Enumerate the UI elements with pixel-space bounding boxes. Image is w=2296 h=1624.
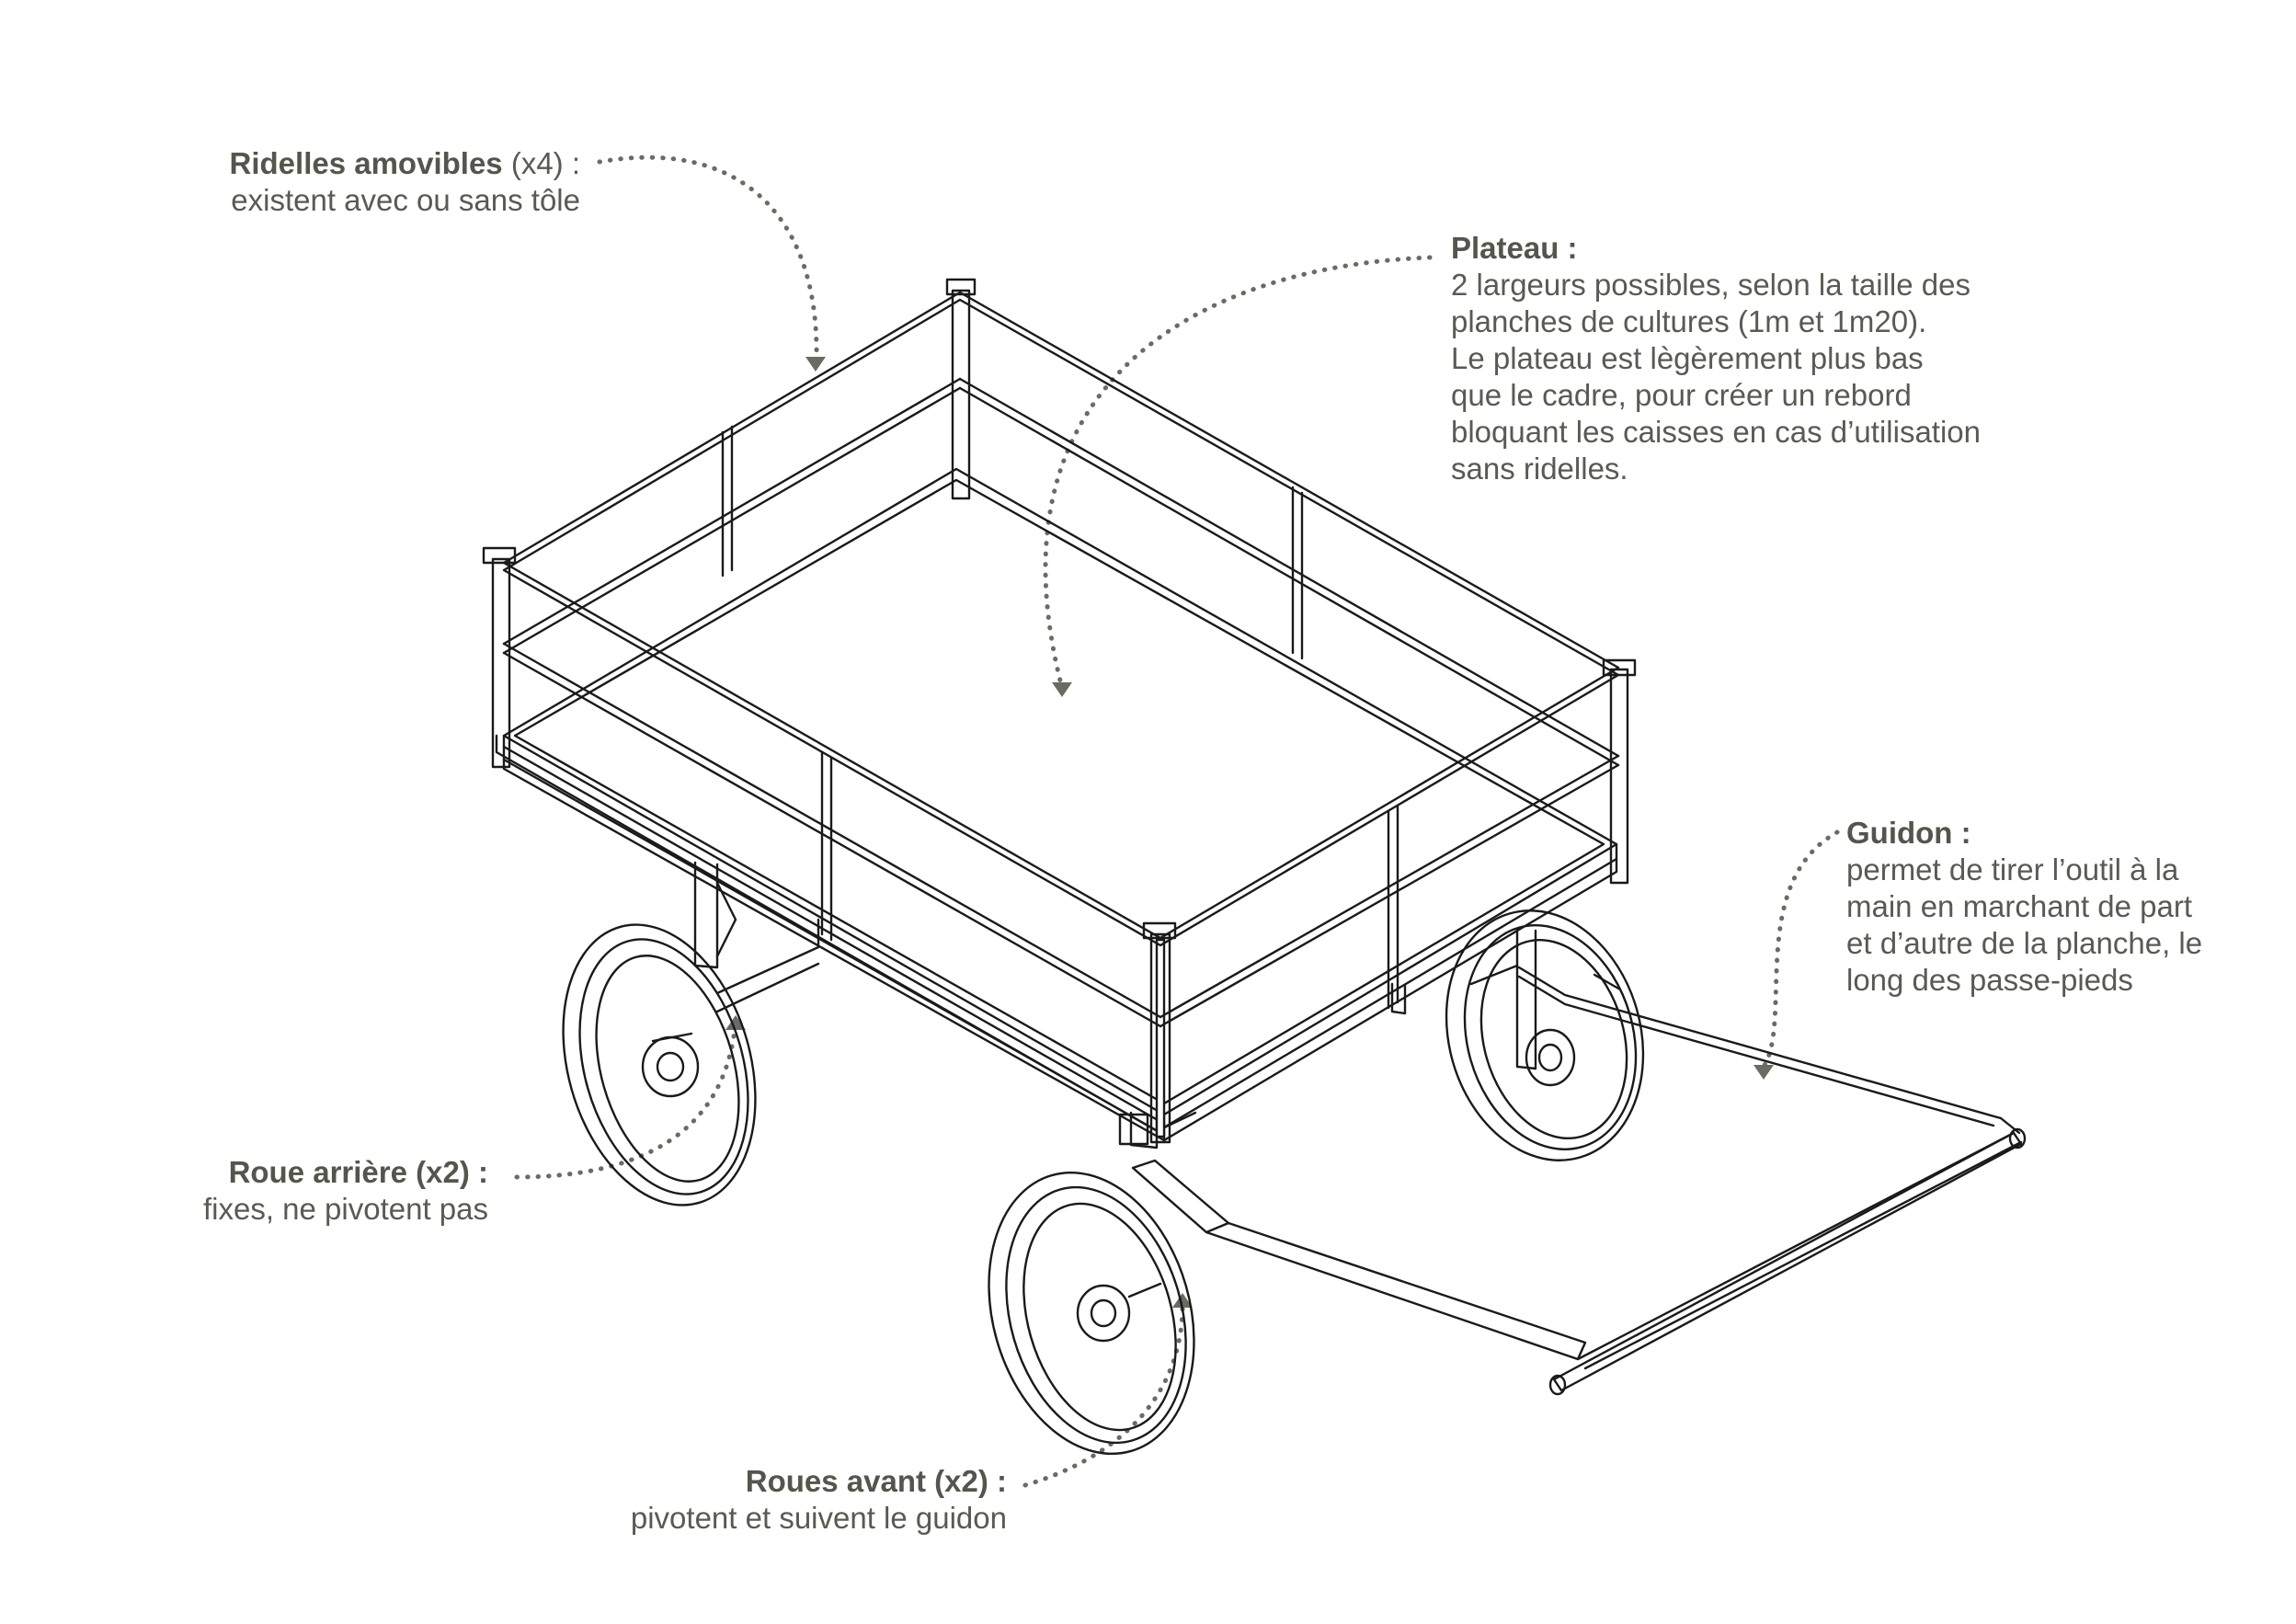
plateau-line: planches de cultures (1m et 1m20).: [1451, 304, 1927, 338]
arrowhead-ridelles: [805, 357, 826, 372]
plateau-line: 2 largeurs possibles, selon la taille de…: [1451, 268, 1970, 302]
plateau-title: Plateau :: [1451, 231, 1578, 265]
callout-roues-avant: [1022, 1294, 1185, 1488]
annotation-ridelles: Ridelles amovibles (x4) : existent avec …: [230, 145, 580, 219]
guidon-title: Guidon :: [1846, 816, 1971, 850]
rear-left-wheel: [562, 923, 757, 1207]
arrowhead-roues-avant: [1172, 1293, 1193, 1308]
front-left-wheel: [988, 1171, 1195, 1456]
guidon-line: long des passe-pieds: [1846, 963, 2133, 997]
roue-arriere-line: fixes, ne pivotent pas: [202, 1192, 488, 1226]
plateau-line: Le plateau est lègèrement plus bas: [1451, 341, 1924, 375]
post-rear-top: [951, 289, 971, 500]
post-front: [1149, 932, 1171, 1144]
callout-arrowheads: [725, 357, 1774, 1308]
arrowhead-guidon: [1753, 1065, 1774, 1080]
annotation-plateau: Plateau : 2 largeurs possibles, selon la…: [1451, 230, 1981, 487]
ridelles-frame: [482, 278, 1637, 1146]
arrowhead-plateau: [1052, 682, 1072, 697]
annotation-roues-avant: Roues avant (x2) : pivotent et suivent l…: [631, 1463, 1007, 1537]
ridelles-title: Ridelles amovibles: [229, 146, 503, 180]
callout-ridelles: [597, 154, 819, 360]
callout-guidon: [1761, 829, 1840, 1069]
guidon: [1131, 966, 2027, 1396]
ridelles-qualifier: (x4) :: [502, 146, 580, 180]
callout-plateau: [1043, 255, 1433, 691]
ridelles-line: existent avec ou sans tôle: [231, 183, 580, 217]
roues-avant-line: pivotent et suivent le guidon: [630, 1501, 1007, 1535]
roues-avant-title: Roues avant (x2) :: [745, 1464, 1007, 1498]
plateau: [502, 467, 1618, 1116]
plateau-line: que le cadre, pour créer un rebord: [1451, 378, 1912, 412]
post-right: [1609, 668, 1629, 885]
annotation-roue-arriere: Roue arrière (x2) : fixes, ne pivotent p…: [203, 1154, 488, 1228]
roue-arriere-title: Roue arrière (x2) :: [228, 1155, 488, 1189]
arrowhead-roue-arriere: [725, 1015, 746, 1030]
plateau-line: sans ridelles.: [1451, 452, 1628, 486]
guidon-line: permet de tirer l’outil à la: [1846, 852, 2179, 886]
guidon-line: et d’autre de la planche, le: [1846, 926, 2203, 960]
rear-right-wheel: [1445, 909, 1645, 1161]
guidon-line: main en marchant de part: [1846, 889, 2193, 923]
cart-bed: [495, 467, 1618, 1142]
callout-lines: [514, 154, 1840, 1488]
plateau-line: bloquant les caisses en cas d’utilisatio…: [1451, 415, 1982, 449]
post-rear-left: [491, 557, 511, 769]
annotation-guidon: Guidon : permet de tirer l’outil à la ma…: [1846, 815, 2202, 999]
chassis: [693, 861, 1537, 1149]
callout-roue-arriere: [514, 1018, 738, 1180]
